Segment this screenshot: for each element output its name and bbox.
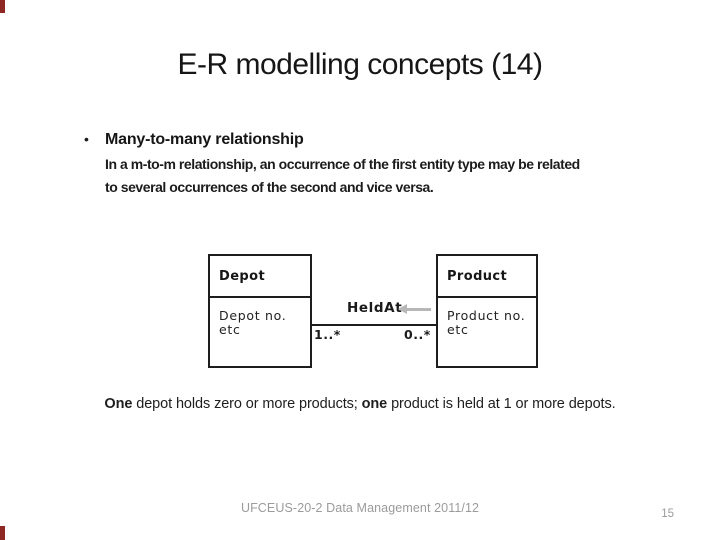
relationship-line — [310, 324, 438, 326]
relationship-label: HeldAt — [347, 300, 403, 316]
caption-bold-one-1: One — [104, 396, 133, 412]
caption-text: One depot holds zero or more products; o… — [40, 396, 680, 412]
entity-box-product: Product Product no. etc — [436, 254, 538, 368]
bullet-item: • Many-to-many relationship — [84, 131, 304, 149]
arrow-head — [398, 304, 407, 314]
bullet-marker: • — [84, 131, 89, 147]
bullet-body-text: In a m-to-m relationship, an occurrence … — [105, 156, 580, 195]
caption-regular-2: product is held at 1 or more depots. — [387, 396, 616, 412]
cardinality-right: 0..* — [404, 327, 431, 342]
entity-depot-name: Depot — [210, 256, 310, 298]
caption-regular-1: depot holds zero or more products; — [132, 396, 362, 412]
footer-text: UFCEUS-20-2 Data Management 2011/12 — [240, 501, 480, 515]
slide-title: E-R modelling concepts (14) — [177, 48, 543, 81]
entity-depot-attribute: Depot no. — [219, 308, 287, 323]
entity-product-attribute: Product no. — [447, 308, 526, 323]
red-accent-top-left — [0, 0, 5, 13]
cardinality-left: 1..* — [314, 327, 341, 342]
entity-product-attribute: etc — [447, 321, 469, 337]
entity-product-name: Product — [438, 256, 536, 298]
left-arrow-icon — [398, 304, 432, 314]
entity-product-attributes: Product no. etc — [438, 298, 536, 336]
caption-bold-one-2: one — [361, 396, 388, 412]
arrow-shaft — [406, 307, 431, 311]
entity-box-depot: Depot Depot no. etc — [208, 254, 312, 368]
page-number: 15 — [661, 508, 674, 520]
red-accent-bottom-left — [0, 526, 5, 540]
bullet-heading: Many-to-many relationship — [105, 131, 304, 148]
entity-depot-attributes: Depot no. etc — [210, 298, 310, 336]
entity-depot-attribute: etc — [219, 321, 241, 337]
